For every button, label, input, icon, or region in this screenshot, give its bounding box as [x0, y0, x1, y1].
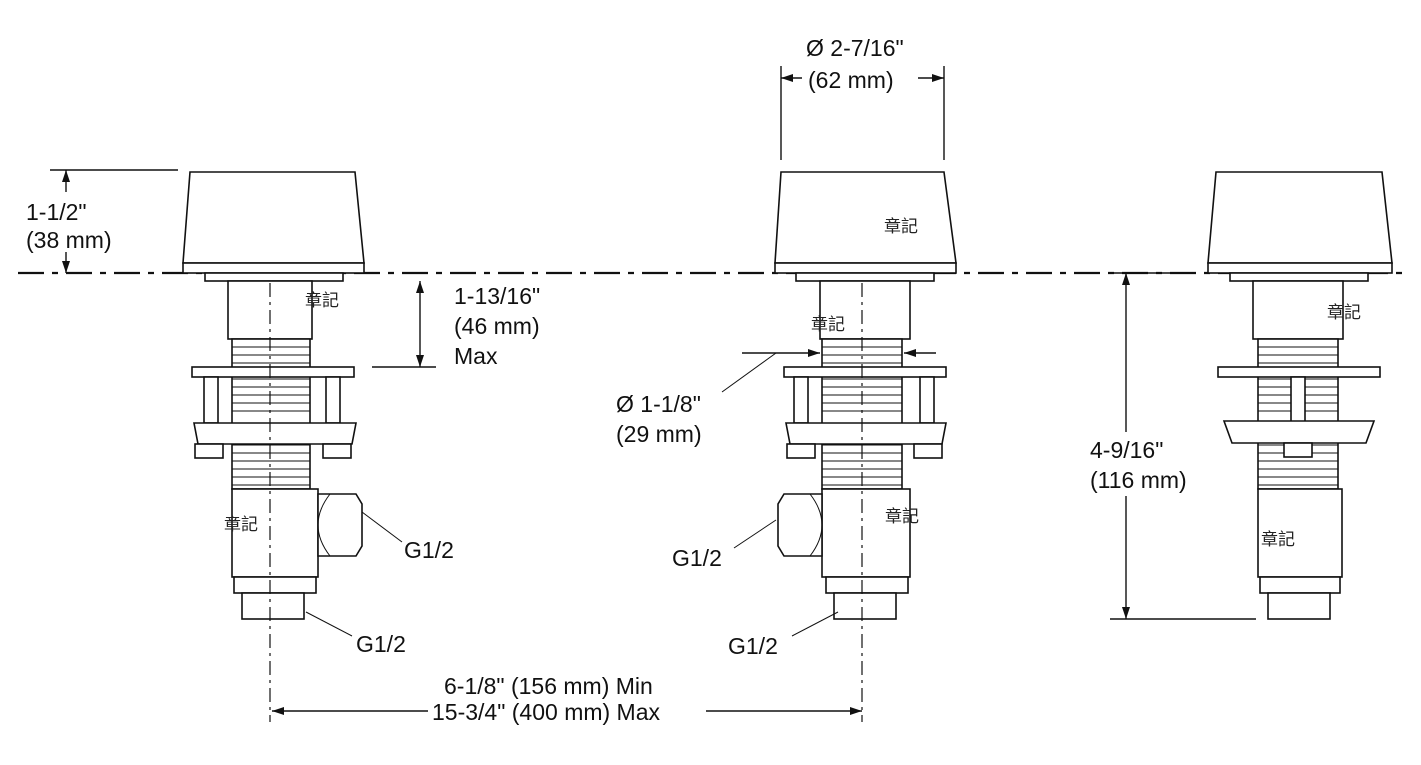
middle-body [821, 488, 911, 578]
right-knob-base [1207, 262, 1393, 274]
left-knob-base [182, 262, 365, 274]
left-thread [231, 338, 311, 490]
left-side-connector-label: G1/2 [404, 537, 454, 563]
left-escutcheon [204, 272, 344, 282]
left-nut [193, 422, 357, 445]
dim-knob-height [50, 169, 178, 273]
left-screw-b [322, 443, 352, 459]
right-valve [1207, 171, 1393, 620]
left-body [231, 488, 319, 578]
right-bolt [1290, 376, 1306, 424]
total-height-mm-label: (116 mm) [1090, 467, 1187, 493]
middle-bolt-a [793, 376, 809, 424]
dim-shank-diameter [721, 349, 936, 393]
right-knob [1207, 171, 1393, 264]
spread-max-label: 15-3/4" (400 mm) Max [432, 699, 661, 725]
dim-spread [272, 707, 862, 715]
right-screw [1283, 442, 1313, 458]
left-bolt-a [203, 376, 219, 424]
stamp-mark: 章記 [1327, 303, 1361, 323]
total-height-label: 4-9/16" [1090, 437, 1163, 463]
shank-diameter-mm-label: (29 mm) [616, 421, 702, 447]
middle-bolt-b [919, 376, 935, 424]
stamp-mark: 章記 [884, 217, 918, 237]
middle-nut [785, 422, 947, 445]
left-bolt-b [325, 376, 341, 424]
left-knob [182, 171, 365, 264]
spread-min-label: 6-1/8" (156 mm) Min [444, 673, 653, 699]
shank-height-mm-label: (46 mm) [454, 313, 540, 339]
middle-side-outlet [777, 493, 823, 557]
right-stem [1252, 280, 1344, 340]
shank-diameter-label: Ø 1-1/8" [616, 391, 701, 417]
right-body [1257, 488, 1343, 578]
dim-shank-height [372, 281, 436, 368]
stamp-mark: 章記 [224, 515, 258, 535]
left-lower-nut [233, 576, 317, 594]
middle-mount-plate [783, 366, 947, 378]
middle-bottom-connector-label: G1/2 [728, 633, 778, 659]
right-lower-nut [1259, 576, 1341, 594]
right-bottom-outlet [1267, 592, 1331, 620]
left-screw-a [194, 443, 224, 459]
middle-side-connector-label: G1/2 [672, 545, 722, 571]
knob-height-mm-label: (38 mm) [26, 227, 112, 253]
middle-escutcheon [795, 272, 935, 282]
left-valve [182, 171, 365, 722]
stamp-mark: 章記 [1261, 530, 1295, 550]
stamp-mark: 章記 [811, 315, 845, 335]
shank-height-max-label: Max [454, 343, 498, 369]
right-mount-plate [1217, 366, 1381, 378]
top-diameter-mm-label: (62 mm) [808, 67, 894, 93]
dim-top-diameter [780, 66, 945, 160]
right-escutcheon [1229, 272, 1369, 282]
knob-height-label: 1-1/2" [26, 199, 87, 225]
left-side-outlet [317, 493, 363, 557]
middle-bottom-outlet [833, 592, 897, 620]
top-diameter-label: Ø 2-7/16" [806, 35, 904, 61]
dim-total-height [1110, 272, 1256, 620]
stamp-mark: 章記 [305, 291, 339, 311]
middle-knob [774, 171, 957, 264]
middle-stem [819, 280, 911, 340]
middle-lower-nut [825, 576, 909, 594]
left-bottom-outlet [241, 592, 305, 620]
left-bottom-connector-label: G1/2 [356, 631, 406, 657]
right-nut [1222, 420, 1376, 444]
middle-knob-base [774, 262, 957, 274]
shank-height-label: 1-13/16" [454, 283, 540, 309]
left-mount-plate [191, 366, 355, 378]
middle-screw-a [786, 443, 816, 459]
middle-valve [774, 171, 957, 722]
stamp-mark: 章記 [885, 507, 919, 527]
leader-lines [305, 511, 839, 637]
middle-screw-b [913, 443, 943, 459]
